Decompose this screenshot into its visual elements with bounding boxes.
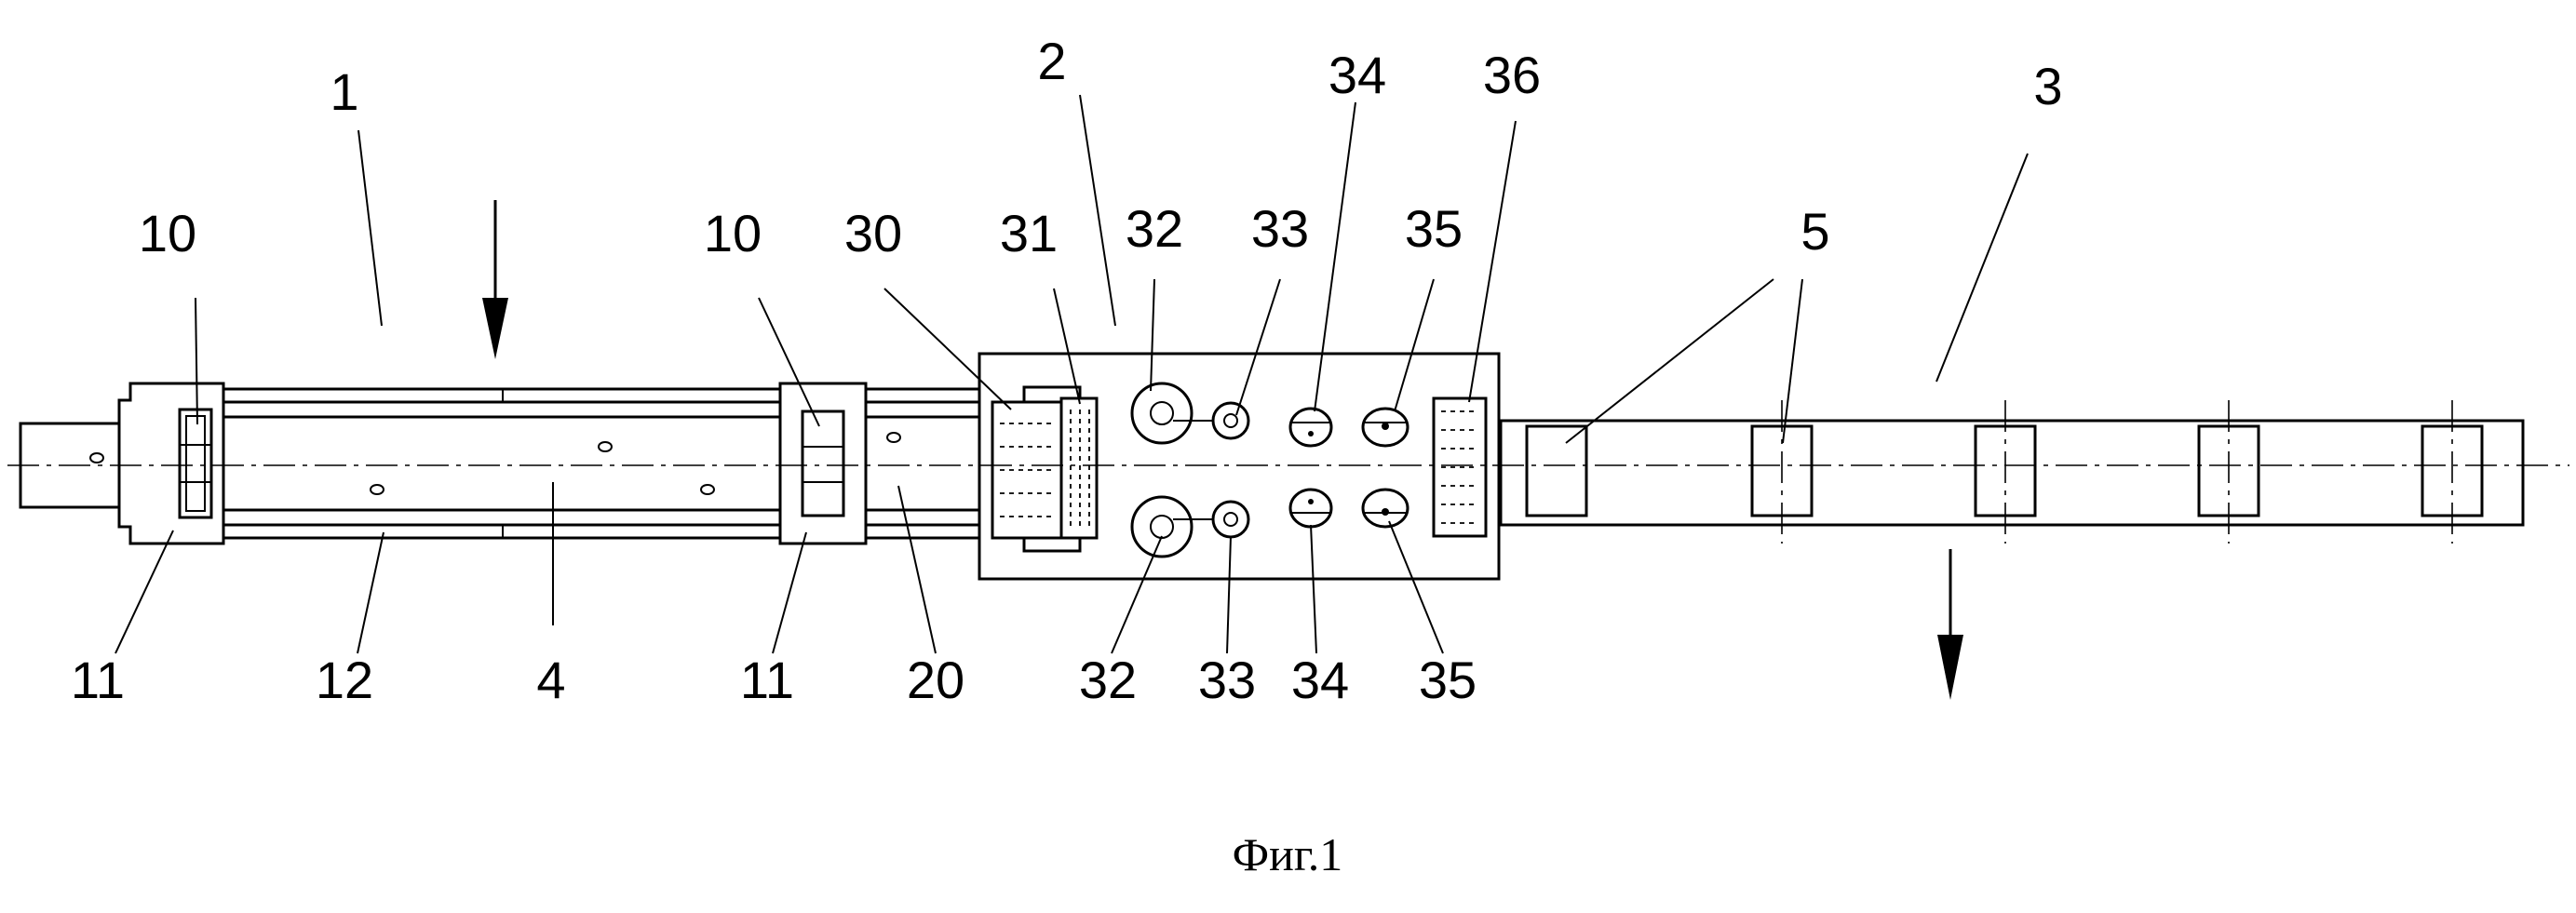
label-4: 4: [536, 651, 565, 709]
label-33a: 33: [1251, 199, 1309, 258]
label-35b: 35: [1419, 651, 1477, 709]
label-34a: 34: [1328, 46, 1386, 104]
label-36: 36: [1483, 46, 1541, 104]
feed-arrow: [482, 200, 508, 359]
output-conveyor-3: [1501, 400, 2523, 544]
figure-caption: Фиг.1: [1233, 828, 1343, 880]
label-10b: 10: [704, 204, 762, 262]
label-32b: 32: [1079, 651, 1137, 709]
label-33b: 33: [1198, 651, 1256, 709]
label-32a: 32: [1126, 199, 1183, 258]
output-arrow: [1937, 549, 1963, 700]
feed-unit-1: [20, 383, 979, 544]
label-11a: 11: [71, 651, 125, 709]
label-1: 1: [330, 62, 358, 121]
label-5b: 5: [1801, 202, 1829, 261]
label-2: 2: [1037, 32, 1066, 90]
label-11b: 11: [740, 651, 794, 709]
label-31: 31: [1000, 204, 1058, 262]
label-34b: 34: [1291, 651, 1349, 709]
label-10a: 10: [139, 204, 196, 262]
label-30: 30: [844, 204, 902, 262]
label-12: 12: [316, 651, 373, 709]
label-3: 3: [2033, 57, 2062, 115]
label-35a: 35: [1405, 199, 1463, 258]
label-20: 20: [907, 651, 964, 709]
processing-unit-2: [979, 354, 1499, 579]
